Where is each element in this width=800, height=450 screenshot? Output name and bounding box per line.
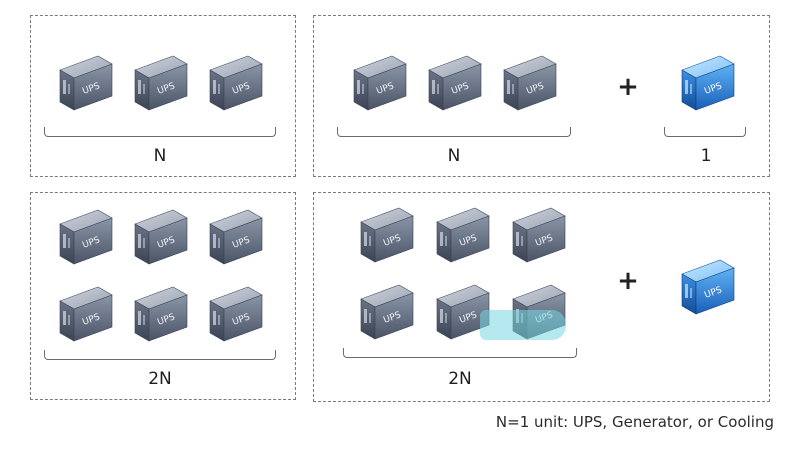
plus-sign: + bbox=[617, 72, 639, 102]
panel-2n-plus bbox=[313, 192, 770, 402]
label-2n: 2N bbox=[448, 369, 472, 389]
ups-unit-icon bbox=[423, 50, 487, 114]
ups-unit-icon bbox=[204, 50, 268, 114]
panel-n-plus-1 bbox=[313, 15, 770, 177]
plus-sign: + bbox=[617, 266, 639, 296]
extra-brace bbox=[664, 127, 746, 137]
panel-2n bbox=[30, 192, 296, 400]
ups-unit-icon bbox=[54, 204, 118, 268]
ups-redundant-icon bbox=[676, 50, 740, 114]
label-extra: 1 bbox=[700, 146, 712, 166]
label-n: N bbox=[447, 146, 461, 166]
ups-redundant-icon bbox=[676, 254, 740, 318]
ups-unit-icon bbox=[348, 50, 412, 114]
ups-unit-icon bbox=[129, 281, 193, 345]
ups-unit-icon bbox=[355, 202, 419, 266]
ups-unit-icon bbox=[507, 202, 571, 266]
selection-highlight bbox=[480, 310, 566, 340]
footnote: N=1 unit: UPS, Generator, or Cooling bbox=[495, 413, 774, 431]
label-2n: 2N bbox=[148, 369, 172, 389]
ups-unit-icon bbox=[355, 279, 419, 343]
ups-unit-icon bbox=[204, 281, 268, 345]
group-brace bbox=[337, 127, 571, 137]
group-brace bbox=[44, 127, 276, 137]
group-brace bbox=[343, 348, 577, 358]
group-brace bbox=[44, 350, 276, 360]
ups-unit-icon bbox=[204, 204, 268, 268]
ups-unit-icon bbox=[498, 50, 562, 114]
ups-unit-icon bbox=[129, 204, 193, 268]
panel-n bbox=[30, 15, 296, 177]
ups-unit-icon bbox=[431, 202, 495, 266]
ups-unit-icon bbox=[54, 281, 118, 345]
label-n: N bbox=[153, 146, 167, 166]
ups-unit-icon bbox=[129, 50, 193, 114]
ups-unit-icon bbox=[54, 50, 118, 114]
